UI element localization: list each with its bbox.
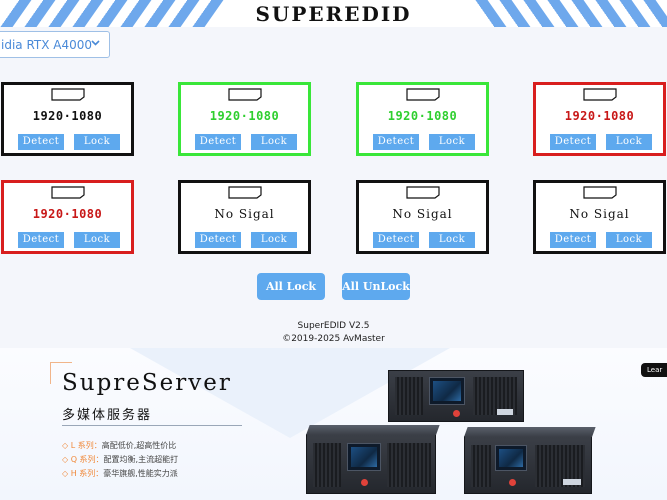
displayport-icon (228, 88, 262, 101)
port-card-4: 1920·1080 Detect Lock (533, 82, 666, 156)
series-key: L 系列： (70, 441, 102, 450)
app-title: SUPEREDID (255, 2, 412, 26)
version-info: SuperEDID V2.5 ©2019-2025 AvMaster (0, 320, 667, 346)
diamond-icon: ◇ (62, 455, 69, 464)
banner-series-item: ◇ L 系列：高配低价,超高性价比 (62, 440, 176, 451)
series-desc: 配置均衡,主流超能打 (103, 455, 179, 464)
chevron-down-icon (90, 37, 101, 51)
series-desc: 豪华旗舰,性能实力派 (103, 469, 178, 478)
port-card-2: 1920·1080 Detect Lock (178, 82, 311, 156)
port-resolution: 1920·1080 (209, 109, 280, 123)
all-unlock-button[interactable]: All UnLock (342, 273, 410, 300)
detect-button[interactable]: Detect (195, 232, 241, 248)
port-card-6: No Sigal Detect Lock (178, 180, 311, 254)
server-image-right (464, 427, 596, 494)
lock-button[interactable]: Lock (429, 134, 475, 150)
server-image-large (388, 370, 524, 422)
all-lock-button[interactable]: All Lock (257, 273, 325, 300)
port-card-5: 1920·1080 Detect Lock (1, 180, 134, 254)
lock-button[interactable]: Lock (429, 232, 475, 248)
lock-button[interactable]: Lock (251, 232, 297, 248)
detect-button[interactable]: Detect (195, 134, 241, 150)
port-card-7: No Sigal Detect Lock (356, 180, 489, 254)
gpu-select-value: idia RTX A4000 (1, 37, 93, 52)
diamond-icon: ◇ (62, 469, 69, 478)
displayport-icon (583, 186, 617, 199)
displayport-icon (583, 88, 617, 101)
detect-button[interactable]: Detect (550, 232, 596, 248)
gpu-select[interactable]: idia RTX A4000 (0, 31, 110, 58)
port-card-3: 1920·1080 Detect Lock (356, 82, 489, 156)
learn-more-button[interactable]: Lear (641, 363, 667, 377)
port-card-8: No Sigal Detect Lock (533, 180, 666, 254)
displayport-icon (228, 186, 262, 199)
detect-button[interactable]: Detect (373, 232, 419, 248)
app-header: SUPEREDID (0, 0, 667, 27)
lock-button[interactable]: Lock (251, 134, 297, 150)
lock-button[interactable]: Lock (606, 232, 652, 248)
banner-series-item: ◇ Q 系列：配置均衡,主流超能打 (62, 454, 178, 465)
port-resolution: 1920·1080 (564, 109, 635, 123)
detect-button[interactable]: Detect (18, 232, 64, 248)
ad-banner[interactable]: SupreServer 多媒体服务器 ◇ L 系列：高配低价,超高性价比 ◇ Q… (0, 348, 667, 500)
port-resolution: 1920·1080 (32, 207, 103, 221)
diamond-icon: ◇ (62, 441, 69, 450)
displayport-icon (406, 88, 440, 101)
banner-corner-decoration (50, 362, 72, 384)
displayport-icon (51, 88, 85, 101)
series-key: H 系列： (70, 469, 104, 478)
detect-button[interactable]: Detect (373, 134, 419, 150)
server-image-left (306, 425, 440, 494)
lock-button[interactable]: Lock (606, 134, 652, 150)
port-card-1: 1920·1080 Detect Lock (1, 82, 134, 156)
lock-button[interactable]: Lock (74, 134, 120, 150)
copyright-label: ©2019-2025 AvMaster (282, 334, 385, 344)
banner-divider (62, 425, 242, 426)
series-desc: 高配低价,超高性价比 (101, 441, 177, 450)
displayport-icon (406, 186, 440, 199)
port-resolution: No Sigal (214, 207, 275, 221)
port-resolution: 1920·1080 (32, 109, 103, 123)
displayport-icon (51, 186, 85, 199)
detect-button[interactable]: Detect (18, 134, 64, 150)
series-key: Q 系列： (70, 455, 104, 464)
banner-subtitle: 多媒体服务器 (62, 408, 153, 423)
lock-button[interactable]: Lock (74, 232, 120, 248)
banner-title: SupreServer (62, 370, 232, 396)
detect-button[interactable]: Detect (550, 134, 596, 150)
banner-series-item: ◇ H 系列：豪华旗舰,性能实力派 (62, 468, 178, 479)
port-resolution: 1920·1080 (387, 109, 458, 123)
port-resolution: No Sigal (392, 207, 453, 221)
port-resolution: No Sigal (569, 207, 630, 221)
version-label: SuperEDID V2.5 (297, 321, 370, 331)
